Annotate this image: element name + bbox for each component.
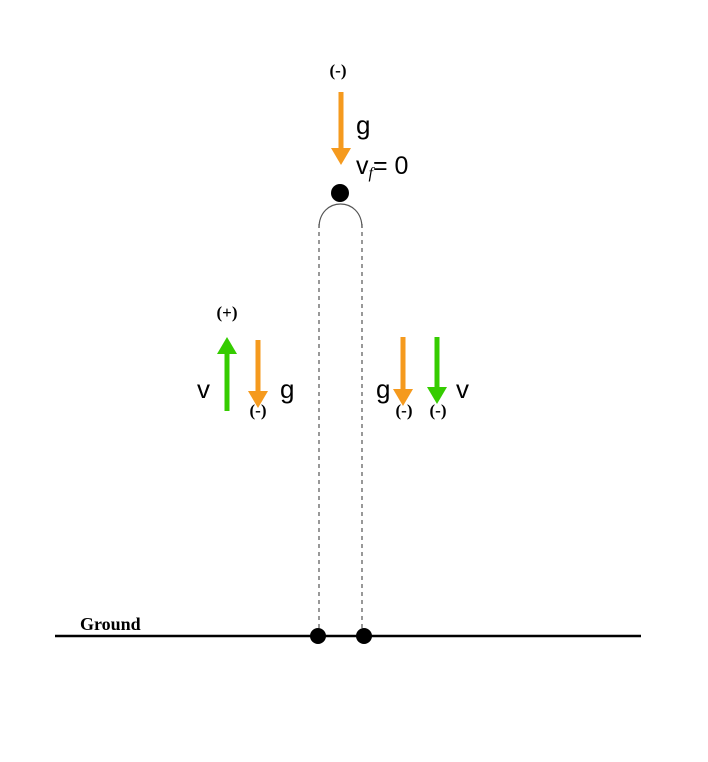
right-velocity-symbol-label: v [456,374,469,404]
left-velocity-sign-label: (+) [216,303,238,322]
ground-label: Ground [80,614,141,634]
ball-apex-icon [331,184,349,202]
trajectory-apex-arc [318,203,363,229]
gravity-arrow-right-icon [393,337,413,406]
apex-velocity-equation: vf= 0 [356,154,408,182]
left-gravity-sign-label: (-) [249,401,267,420]
right-velocity-sign-label: (-) [429,401,447,420]
left-gravity-symbol-label: g [280,374,295,404]
left-velocity-symbol-label: v [197,374,210,404]
velocity-down-arrow-icon [427,337,447,404]
velocity-up-arrow-icon [217,337,237,411]
gravity-arrow-left-icon [248,340,268,408]
top-gravity-sign-label: (-) [329,61,347,80]
top-gravity-symbol-label: g [356,110,371,140]
ball-landing-icon [356,628,372,644]
apex-subscript-f: f [368,165,373,182]
apex-v-symbol: v [356,152,369,180]
apex-equals-zero: = 0 [372,152,409,180]
right-gravity-symbol-label: g [376,374,391,404]
gravity-arrow-top-icon [331,92,351,165]
right-gravity-sign-label: (-) [395,401,413,420]
ball-launch-icon [310,628,326,644]
